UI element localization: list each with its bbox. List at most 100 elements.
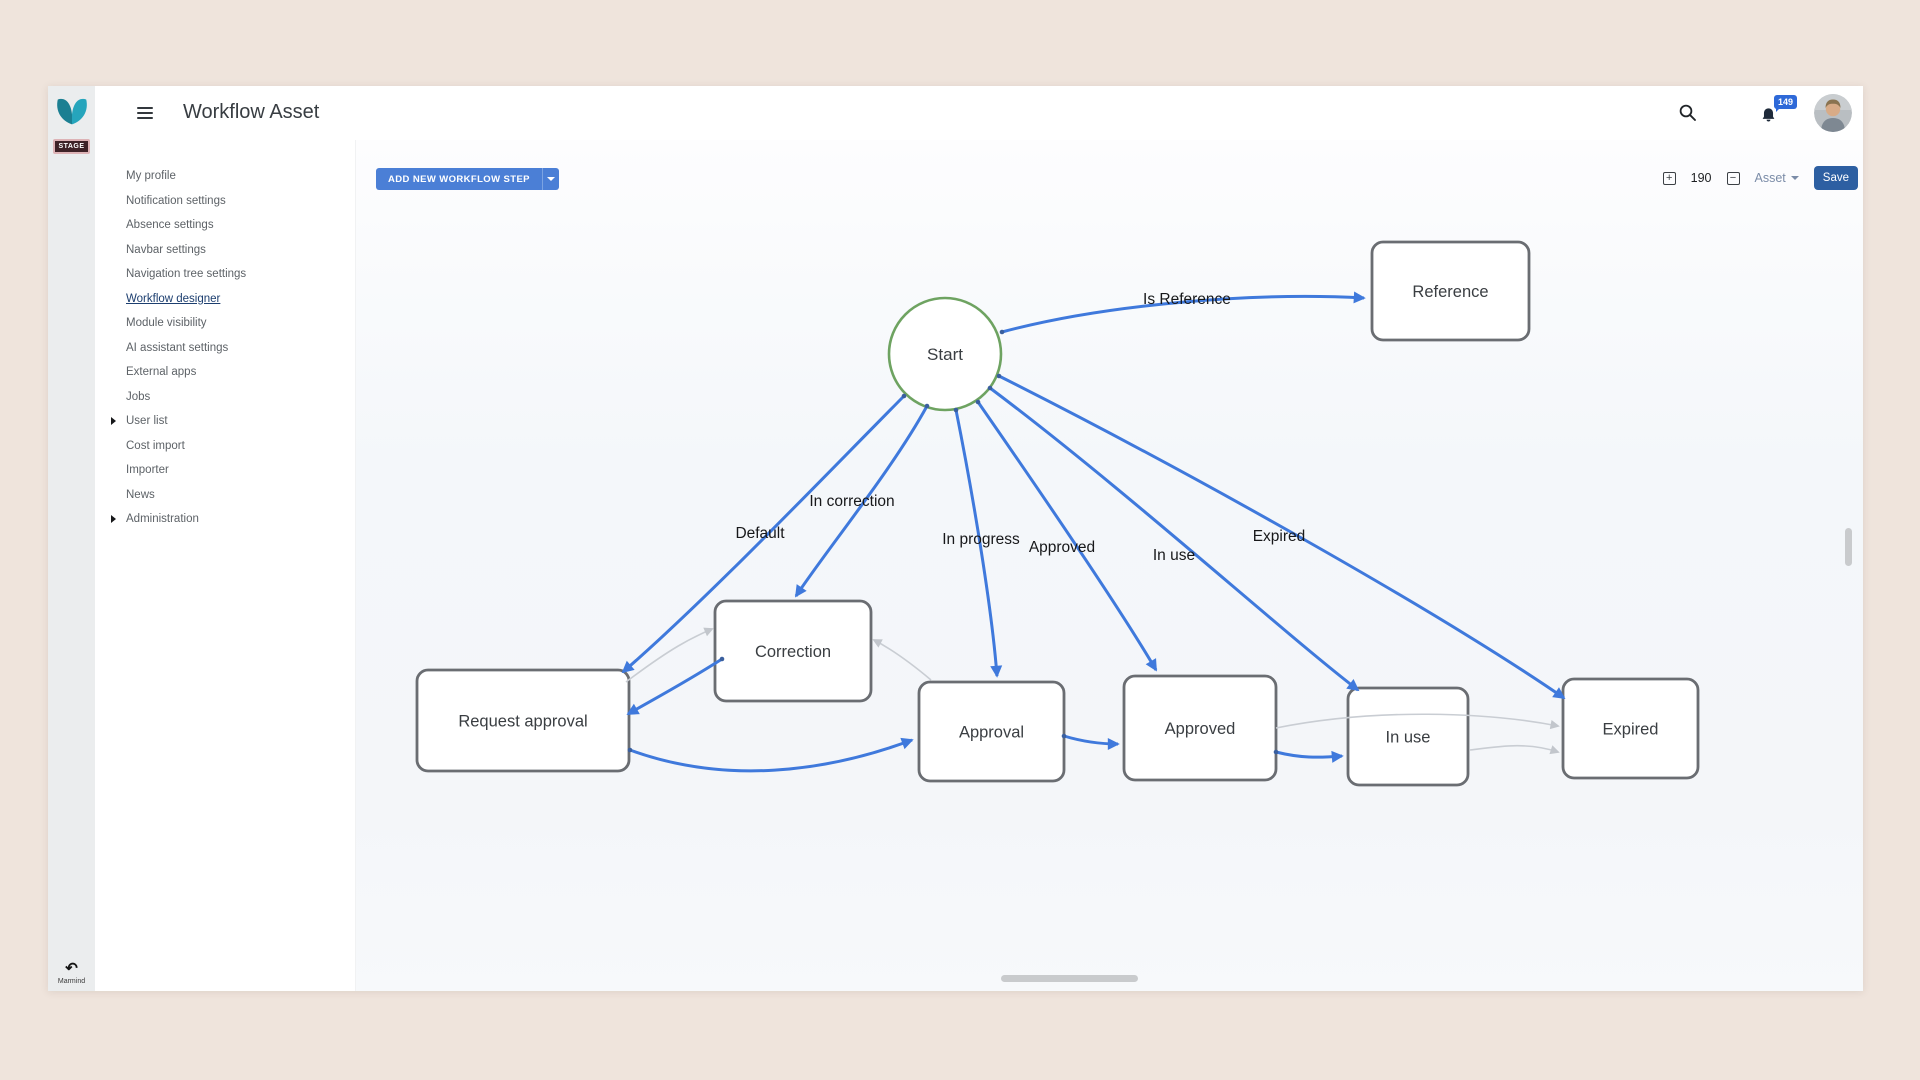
workflow-edge-start-approval[interactable] (954, 409, 1003, 678)
workflow-node-request_approval[interactable]: Request approval (415, 668, 631, 773)
workflow-edge-approved-expired[interactable] (1275, 713, 1560, 730)
canvas-controls: + 190 − Asset Save (1662, 164, 1858, 192)
workflow-edge-request_approval-correction[interactable] (625, 627, 714, 683)
brand-label: Marmind (57, 978, 86, 985)
sidebar-item-label: User list (126, 415, 168, 428)
workflow-edge-start-request_approval[interactable] (621, 394, 906, 674)
workflow-node-expired[interactable]: Expired (1561, 677, 1700, 780)
workflow-node-in_use[interactable]: In use (1346, 686, 1470, 787)
node-label: Reference (1412, 283, 1488, 301)
undo-arrow-icon[interactable]: ↶ (65, 960, 78, 977)
node-label: In use (1386, 728, 1431, 746)
workflow-edge-start-in_use[interactable] (989, 386, 1360, 692)
edge-source-handle[interactable] (975, 399, 981, 405)
workflow-canvas-area[interactable]: Start Reference Correction Request appro… (355, 140, 1863, 991)
workflow-edge-label: In progress (942, 531, 1020, 548)
entity-type-dropdown[interactable]: Asset (1755, 171, 1799, 185)
sidebar-item-workflow-designer[interactable]: Workflow designer (95, 287, 355, 312)
sidebar-item-administration[interactable]: Administration (95, 507, 355, 532)
sidebar-item-notification-settings[interactable]: Notification settings (95, 189, 355, 214)
sidebar-item-navigation-tree-settings[interactable]: Navigation tree settings (95, 262, 355, 287)
workflow-diagram[interactable]: Start Reference Correction Request appro… (356, 140, 1864, 991)
workflow-edge-approval-correction[interactable] (872, 639, 932, 681)
stage-environment-badge: STAGE (53, 139, 90, 154)
sidebar-item-label: External apps (126, 366, 197, 379)
edge-source-handle[interactable] (901, 393, 907, 399)
sidebar-item-news[interactable]: News (95, 483, 355, 508)
sidebar-item-user-list[interactable]: User list (95, 409, 355, 434)
workflow-node-start[interactable]: Start (887, 296, 1003, 412)
edge-source-handle[interactable] (1061, 733, 1067, 739)
node-label: Start (927, 345, 963, 364)
edge-source-handle[interactable] (987, 385, 993, 391)
add-new-workflow-step-button[interactable]: ADD NEW WORKFLOW STEP (376, 168, 542, 190)
edge-source-handle[interactable] (924, 403, 930, 409)
workflow-edge-label: Approved (1029, 539, 1095, 556)
sidebar-item-label: Navbar settings (126, 243, 206, 256)
workflow-edge-label: In correction (809, 493, 894, 510)
workflow-edge-start-expired[interactable] (998, 374, 1566, 700)
workflow-edge-approval-approved[interactable] (1063, 734, 1120, 750)
vertical-scrollbar[interactable] (1845, 528, 1852, 566)
workflow-node-reference[interactable]: Reference (1370, 240, 1531, 342)
edge-source-handle[interactable] (627, 747, 633, 753)
sidebar-item-importer[interactable]: Importer (95, 458, 355, 483)
add-step-dropdown-toggle[interactable] (541, 168, 559, 190)
node-label: Correction (755, 643, 831, 661)
sidebar-item-label: Absence settings (126, 219, 214, 232)
menu-toggle-button[interactable] (137, 107, 153, 119)
workflow-edge-in_use-expired[interactable] (1469, 744, 1560, 755)
sidebar-item-label: AI assistant settings (126, 341, 229, 354)
workflow-node-approved[interactable]: Approved (1122, 674, 1278, 782)
workflow-edge-start-reference[interactable] (1001, 291, 1366, 334)
sidebar-item-label: Jobs (126, 390, 151, 403)
expand-caret-icon[interactable] (111, 515, 116, 524)
sidebar-item-navbar-settings[interactable]: Navbar settings (95, 238, 355, 263)
sidebar-item-cost-import[interactable]: Cost import (95, 434, 355, 459)
expand-caret-icon[interactable] (111, 417, 116, 426)
workflow-edge-request_approval-approval[interactable] (629, 737, 914, 773)
sidebar-item-my-profile[interactable]: My profile (95, 164, 355, 189)
workflow-edge-approved-in_use[interactable] (1275, 750, 1344, 763)
workflow-edge-correction-request_approval[interactable] (626, 657, 723, 716)
zoom-level-value: 190 (1690, 171, 1712, 185)
sidebar-item-absence-settings[interactable]: Absence settings (95, 213, 355, 238)
edge-source-handle[interactable] (1273, 749, 1279, 755)
horizontal-scrollbar[interactable] (1001, 975, 1138, 982)
edge-source-handle[interactable] (996, 373, 1002, 379)
workflow-edge-start-approved[interactable] (976, 401, 1158, 672)
sidebar-item-jobs[interactable]: Jobs (95, 385, 355, 410)
sidebar-item-label: Cost import (126, 439, 185, 452)
sidebar-item-label: Workflow designer (126, 292, 221, 305)
sidebar-item-external-apps[interactable]: External apps (95, 360, 355, 385)
sidebar-item-label: My profile (126, 170, 176, 183)
chevron-down-icon (1790, 176, 1799, 184)
user-avatar[interactable] (1814, 94, 1852, 132)
notification-bell-icon[interactable]: 149 (1757, 95, 1797, 129)
edge-source-handle[interactable] (999, 329, 1005, 335)
bell-glyph (1760, 107, 1777, 129)
workflow-node-approval[interactable]: Approval (917, 680, 1066, 783)
zoom-out-icon[interactable]: − (1726, 171, 1740, 185)
add-step-button-group: ADD NEW WORKFLOW STEP (376, 168, 559, 190)
sidebar-item-label: Notification settings (126, 194, 226, 207)
workflow-edge-label: In use (1153, 547, 1195, 564)
left-rail: STAGE ↶ Marmind (48, 86, 95, 991)
app-window: STAGE ↶ Marmind Workflow Asset (48, 86, 1863, 991)
sidebar-item-module-visibility[interactable]: Module visibility (95, 311, 355, 336)
zoom-in-icon[interactable]: + (1662, 171, 1676, 185)
save-button[interactable]: Save (1813, 166, 1858, 190)
sidebar-item-label: Administration (126, 513, 199, 526)
search-icon[interactable] (1678, 103, 1698, 123)
sidebar-item-label: Module visibility (126, 317, 207, 330)
node-label: Approved (1165, 720, 1236, 738)
brand-logo-icon[interactable] (54, 95, 90, 127)
workflow-node-correction[interactable]: Correction (713, 599, 873, 703)
workflow-edge-start-correction[interactable] (794, 405, 929, 598)
edge-source-handle[interactable] (953, 407, 959, 413)
sidebar-item-ai-assistant-settings[interactable]: AI assistant settings (95, 336, 355, 361)
workflow-edge-label: Default (735, 525, 785, 542)
edge-source-handle[interactable] (719, 656, 725, 662)
